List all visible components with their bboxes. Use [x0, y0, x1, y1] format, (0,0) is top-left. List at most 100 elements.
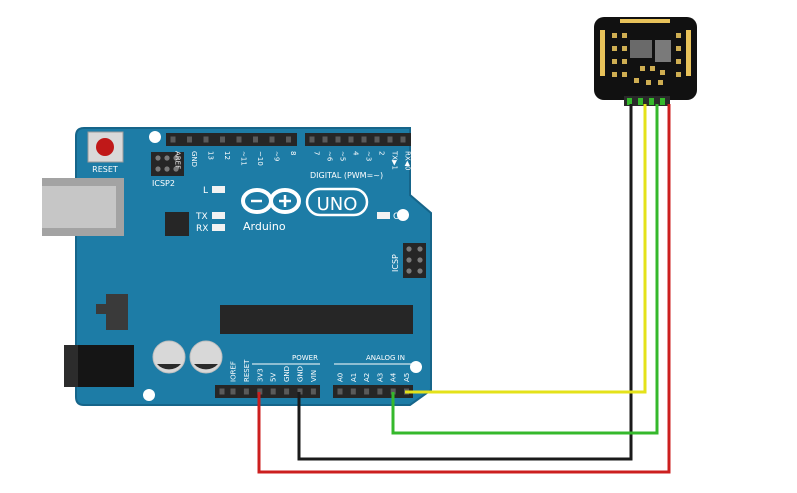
- power-jack-front: [64, 345, 78, 387]
- mounting-hole: [149, 131, 161, 143]
- power-pin-label: RESET: [243, 359, 251, 382]
- power-pin-label: IOREF: [230, 361, 238, 382]
- capacitor: [152, 340, 186, 374]
- sensor-smd-part: [660, 70, 665, 75]
- digital-right-pin-label: ~3: [365, 151, 373, 161]
- digital-right-pin-label: 4: [352, 151, 360, 156]
- sensor-pad-top: [620, 19, 670, 23]
- power-pin-label: 5V: [270, 373, 278, 382]
- digital-left-pin: [187, 136, 192, 143]
- power-pin-label: GND: [297, 366, 305, 382]
- reset-button: [96, 138, 114, 156]
- power-pin-label: GND: [283, 366, 291, 382]
- arduino-uno-board: RESET ICSP2 L TX RX UNO Arduino ON: [42, 127, 432, 406]
- digital-pins-left: [170, 136, 291, 143]
- analog-pin: [350, 388, 356, 395]
- wire-scl: [405, 104, 647, 394]
- power-label: POWER: [292, 354, 318, 362]
- sensor-ic: [630, 40, 652, 58]
- digital-right-pin-label: 7: [313, 151, 321, 155]
- power-pin: [297, 388, 303, 395]
- digital-left-pin-label: 12: [223, 151, 231, 160]
- microcontroller-chip: [220, 305, 413, 334]
- digital-right-pin: [309, 136, 315, 143]
- power-pin: [230, 388, 236, 395]
- digital-left-pin-label: 13: [207, 151, 215, 160]
- digital-header-right: [305, 133, 411, 146]
- digital-right-pin: [387, 136, 393, 143]
- sensor-smd-part: [612, 72, 617, 77]
- digital-left-pin-label: AREF: [174, 151, 182, 169]
- sensor-smd-part: [612, 59, 617, 64]
- digital-right-pin: [335, 136, 341, 143]
- analog-pin: [364, 388, 370, 395]
- logo-brand-text: Arduino: [243, 220, 286, 233]
- power-pin: [310, 388, 316, 395]
- sensor-smd-part: [676, 46, 681, 51]
- sensor-header: [624, 96, 670, 106]
- digital-right-pin: [400, 136, 406, 143]
- wire-power: [257, 104, 671, 474]
- voltage-regulator: [106, 294, 128, 330]
- analog-pin-label: A5: [403, 373, 411, 382]
- sensor-chip: [655, 40, 671, 62]
- power-pin: [270, 388, 276, 395]
- digital-right-pin-label: 2: [378, 151, 386, 155]
- led-rx: [212, 224, 225, 231]
- power-pin: [284, 388, 290, 395]
- digital-label: DIGITAL (PWM=~): [310, 171, 383, 180]
- sensor-smd-part: [612, 46, 617, 51]
- sensor-smd-part: [646, 80, 651, 85]
- digital-right-pin-label: ~6: [326, 151, 334, 162]
- mounting-hole: [410, 361, 422, 373]
- led-tx: [212, 212, 225, 219]
- digital-right-pin-label: RX◀0: [404, 151, 412, 171]
- sensor-smd-part: [676, 59, 681, 64]
- sensor-smd-part: [612, 33, 617, 38]
- digital-left-pin: [286, 136, 291, 143]
- digital-left-pin: [236, 136, 242, 143]
- sensor-pcb: [594, 17, 697, 100]
- analog-pin-label: A1: [350, 373, 358, 382]
- sensor-pad-right: [686, 30, 691, 76]
- led-tx-label: TX: [195, 212, 208, 222]
- digital-left-pin: [253, 136, 258, 143]
- icsp-label: ICSP: [391, 254, 400, 272]
- analog-pin-label: A2: [363, 373, 371, 382]
- analog-pin-label: A4: [390, 372, 398, 382]
- capacitor: [189, 340, 223, 374]
- bottom-header-pins: [219, 388, 409, 395]
- sensor-smd-part: [622, 59, 627, 64]
- analog-label: ANALOG IN: [366, 354, 405, 362]
- digital-left-pin-label: GND: [190, 151, 198, 167]
- sensor-components: [612, 33, 681, 85]
- digital-right-pin-label: TX▶1: [391, 150, 399, 170]
- power-pin: [219, 388, 225, 395]
- arduino-logo: [241, 187, 369, 217]
- digital-left-pin-label: ~9: [273, 151, 281, 161]
- power-pin-label: VIN: [310, 370, 318, 382]
- reset-label: RESET: [92, 165, 118, 174]
- sensor-pad-left: [600, 30, 605, 76]
- sensor-smd-part: [634, 78, 639, 83]
- sensor-smd-part: [622, 46, 627, 51]
- sensor-smd-part: [650, 66, 655, 71]
- analog-pin: [337, 388, 343, 395]
- analog-pin: [377, 388, 383, 395]
- digital-left-pin: [220, 136, 225, 143]
- sensor-smd-part: [658, 80, 663, 85]
- sensor-smd-part: [676, 72, 681, 77]
- icsp2-label: ICSP2: [152, 179, 175, 188]
- analog-pin-label: A0: [337, 373, 345, 382]
- led-on: [377, 212, 390, 219]
- sensor-module: [594, 17, 697, 106]
- sensor-smd-part: [622, 72, 627, 77]
- wire-ground: [297, 104, 633, 461]
- led-l-label: L: [203, 186, 208, 196]
- logo-uno-text: UNO: [317, 194, 358, 215]
- icsp2-header: [151, 152, 184, 176]
- digital-left-pin: [203, 136, 209, 143]
- analog-pin: [390, 388, 396, 395]
- digital-right-pin: [374, 136, 380, 143]
